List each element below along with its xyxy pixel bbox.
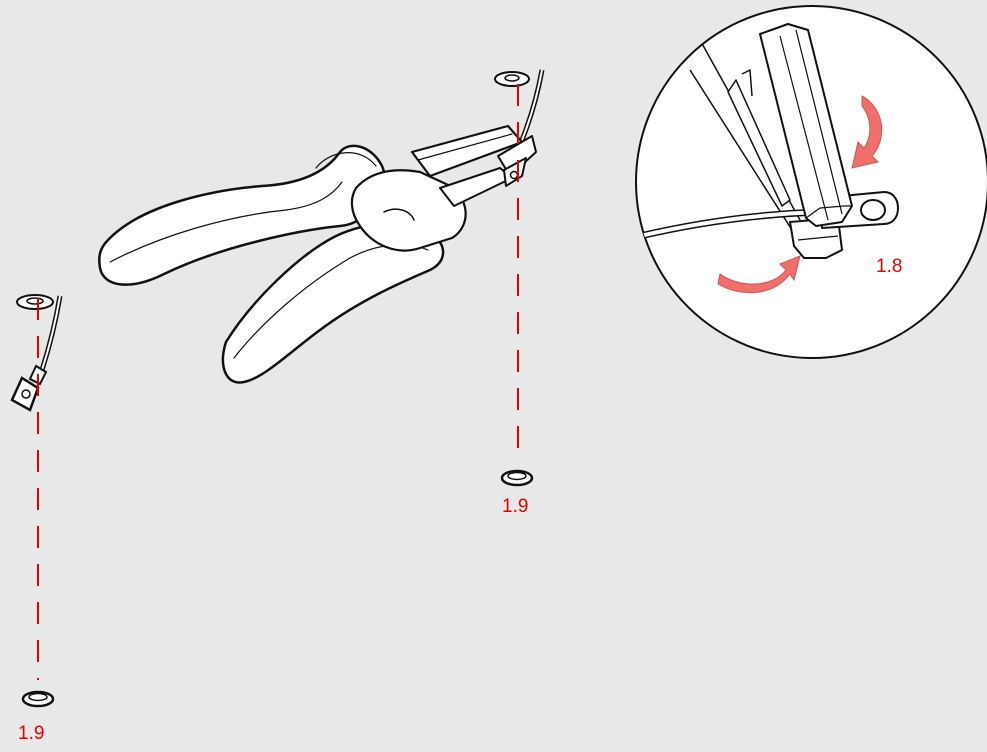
- bottom-washer-center: [500, 469, 534, 487]
- step-label-center-washer: 1.9: [502, 496, 529, 517]
- detail-zoom-view: [635, 5, 987, 359]
- jaw-edge: [727, 79, 791, 207]
- ring-terminal-left: [10, 364, 48, 412]
- step-label-left-washer: 1.9: [18, 723, 45, 744]
- curved-arrow-icon: [851, 95, 883, 169]
- left-terminal-assembly: [10, 294, 63, 708]
- jaw-edge: [689, 69, 793, 231]
- wire-center: [519, 69, 545, 141]
- step-label-detail: 1.8: [876, 256, 903, 277]
- bottom-washer-left: [21, 690, 55, 708]
- pliers-assembly: [98, 69, 545, 487]
- curved-arrow-icon: [717, 255, 801, 294]
- jaw-edge: [741, 69, 753, 97]
- wire-left: [39, 295, 63, 371]
- pliers-icon: [98, 124, 537, 384]
- top-washer-center: [494, 71, 530, 87]
- upper-jaw-detail: [759, 23, 853, 227]
- top-washer-left: [16, 294, 54, 310]
